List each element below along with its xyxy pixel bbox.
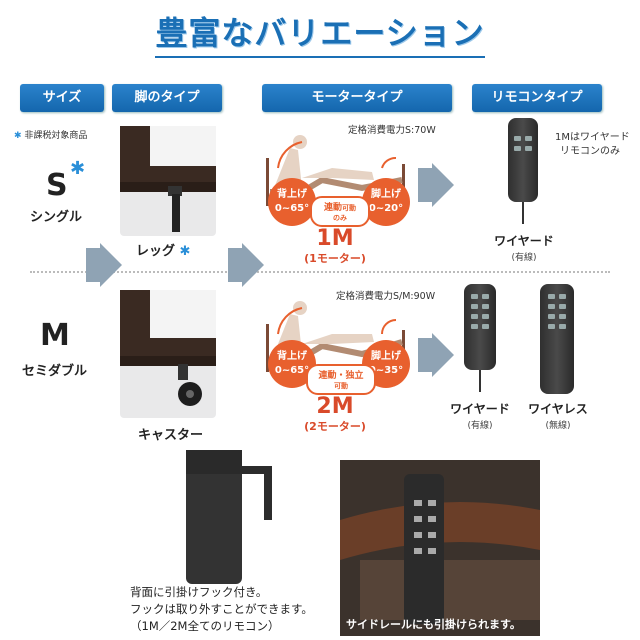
motor-1m-power: 定格消費電力S:70W: [348, 125, 436, 136]
remote-cable: [522, 202, 524, 224]
motor-2m-power: 定格消費電力S/M:90W: [336, 291, 436, 302]
remote-hook-image: [180, 450, 280, 584]
motor-2m-back-badge: 背上げ 0~65°: [268, 340, 316, 388]
bottom-note-line1: 背面に引掛けフック付き。: [130, 585, 268, 599]
mode-sub: 可動: [342, 204, 356, 212]
arrow-icon: [432, 163, 454, 207]
remote-wired-1m-image: [508, 118, 538, 202]
leg-label: レッグ ✱: [136, 240, 190, 259]
badge-title: 背上げ: [277, 351, 307, 362]
motor-1m-mode-pill: 連動可動のみ: [310, 196, 370, 227]
mode-main: 連動・独立: [318, 371, 364, 381]
nontax-note-text: 非課税対象商品: [24, 131, 88, 141]
mode-main: 連動: [323, 203, 342, 213]
asterisk-icon: ✱: [179, 244, 191, 259]
header-remote: リモコンタイプ: [472, 84, 602, 112]
arrow-icon: [228, 248, 242, 282]
remote-1m-note1: 1Mはワイヤード: [555, 132, 630, 143]
header-motor: モータータイプ: [262, 84, 452, 112]
arrow-icon: [100, 243, 122, 287]
row-divider: [30, 271, 610, 273]
badge-range: 0~20°: [368, 203, 404, 214]
remote-1m-sub: (有線): [511, 253, 537, 263]
leg-label-text: レッグ: [136, 244, 176, 259]
side-rail-caption: サイドレールにも引掛けられます。: [346, 618, 521, 631]
remote-cable: [479, 370, 481, 392]
size-s-letter: S: [46, 168, 68, 203]
remote-wired-2m-image: [464, 284, 496, 370]
page-title: 豊富なバリエーション: [155, 14, 485, 52]
motor-2m-mode-pill: 連動・独立可動: [306, 364, 376, 395]
asterisk-icon: ✱: [70, 158, 86, 179]
size-m-name: セミダブル: [22, 364, 88, 379]
arrow-icon: [432, 333, 454, 377]
badge-range: 0~35°: [368, 365, 404, 376]
remote-wireless-2m-image: [540, 284, 574, 394]
motor-1m-leg-badge: 脚上げ 0~20°: [362, 178, 410, 226]
arrow-icon: [86, 248, 100, 282]
mode-sub2: のみ: [333, 214, 347, 222]
motor-1m-label: 1M: [316, 226, 354, 251]
caster-label: キャスター: [138, 428, 204, 443]
arrow-icon: [418, 168, 432, 202]
remote-2m-wired-caption: ワイヤード: [450, 402, 510, 416]
size-m-letter: M: [40, 318, 70, 353]
remote-1m-caption: ワイヤード: [494, 234, 554, 248]
nontax-note: ✱ 非課税対象商品: [14, 128, 87, 141]
header-size: サイズ: [20, 84, 104, 112]
remote-2m-wireless-sub: (無線): [545, 421, 571, 431]
badge-range: 0~65°: [274, 203, 310, 214]
mode-sub: 可動: [334, 382, 348, 390]
badge-title: 背上げ: [277, 189, 307, 200]
motor-1m-back-badge: 背上げ 0~65°: [268, 178, 316, 226]
motor-2m-label: 2M: [316, 394, 354, 419]
title-underline: [155, 56, 485, 58]
bottom-note-line3: （1M／2M全てのリモコン）: [130, 619, 280, 633]
badge-title: 脚上げ: [371, 351, 401, 362]
motor-2m-sublabel: (2モーター): [304, 420, 366, 433]
leg-type-caster-image: [120, 290, 216, 418]
header-leg: 脚のタイプ: [112, 84, 222, 112]
side-rail-photo: サイドレールにも引掛けられます。: [340, 460, 540, 636]
bottom-note-line2: フックは取り外すことができます。: [130, 602, 313, 616]
size-s-name: シングル: [30, 210, 83, 225]
badge-title: 脚上げ: [371, 189, 401, 200]
arrow-icon: [242, 243, 264, 287]
leg-type-leg-image: [120, 126, 216, 236]
arrow-icon: [418, 338, 432, 372]
motor-1m-sublabel: (1モーター): [304, 252, 366, 265]
remote-2m-wireless-caption: ワイヤレス: [528, 402, 588, 416]
asterisk-icon: ✱: [14, 131, 22, 141]
remote-2m-wired-sub: (有線): [467, 421, 493, 431]
bottom-note: 背面に引掛けフック付き。 フックは取り外すことができます。 （1M／2M全てのリ…: [130, 584, 313, 635]
remote-1m-note2: リモコンのみ: [560, 146, 620, 157]
badge-range: 0~65°: [274, 365, 310, 376]
